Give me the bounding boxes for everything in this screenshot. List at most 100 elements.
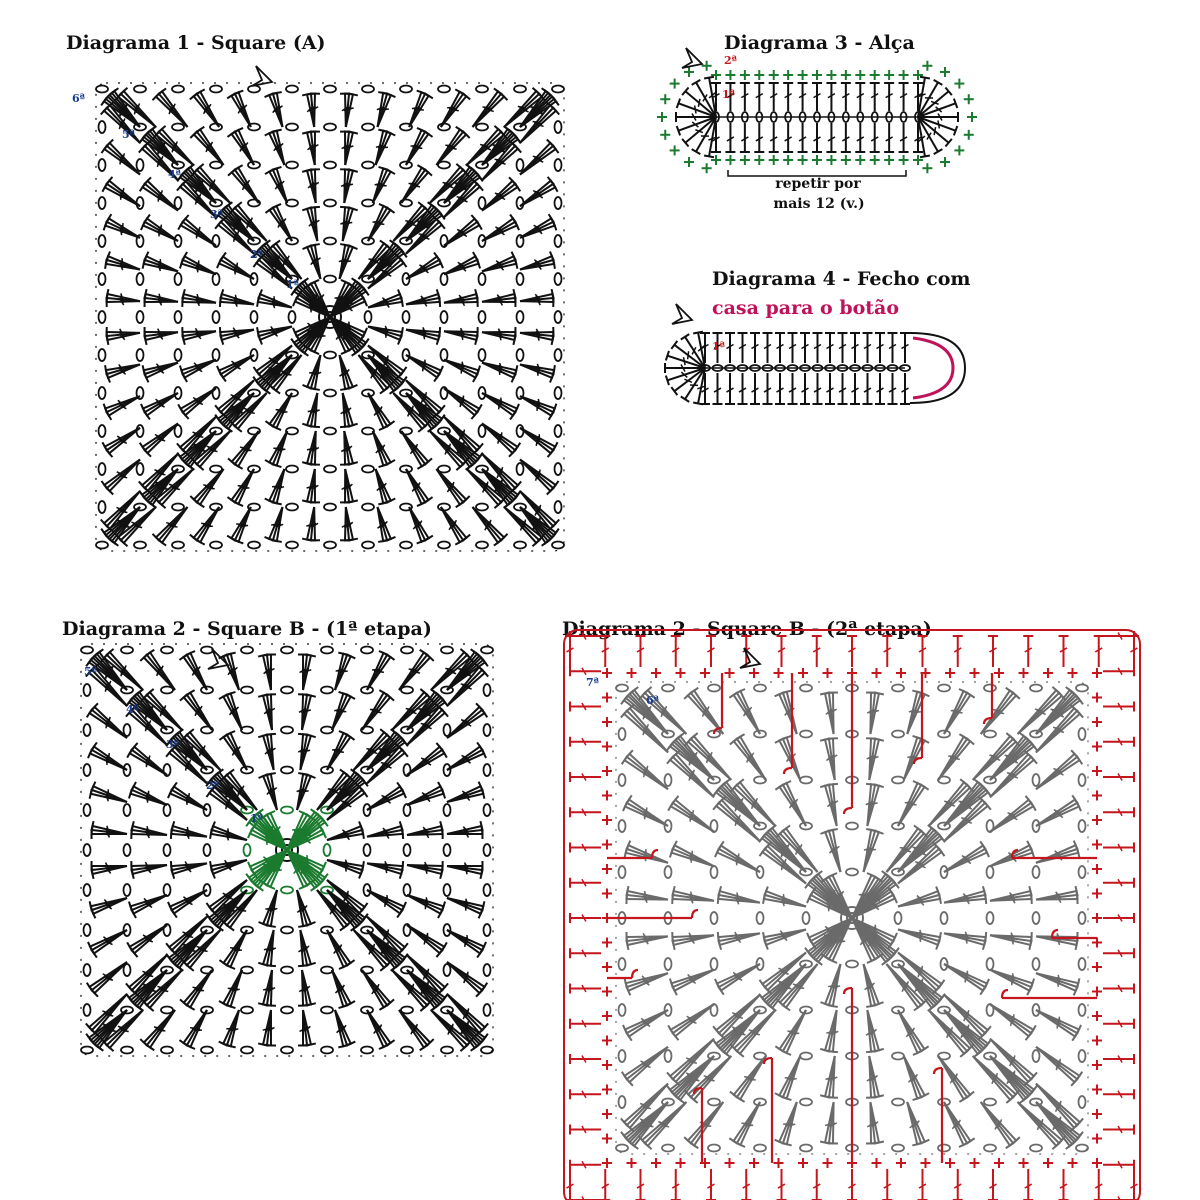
chain-stitch (1079, 912, 1086, 924)
chain-stitch (984, 1099, 996, 1106)
chain-stitch (662, 685, 674, 692)
chain-stitch (324, 238, 336, 245)
chain-stitch (84, 844, 91, 856)
dc-stitch (190, 732, 220, 770)
chain-stitch (1033, 912, 1040, 924)
chain-stitch (987, 958, 994, 970)
dc-stitch (109, 181, 140, 206)
round-label: 2ª (250, 248, 264, 261)
chain-stitch (172, 542, 184, 549)
chain-stitch (619, 958, 626, 970)
dc-stitch (929, 1010, 964, 1054)
dc-stitch (740, 782, 775, 826)
chain-stitch (99, 349, 106, 361)
chain-stitch (800, 1053, 812, 1060)
chain-stitch (281, 647, 293, 654)
chain-stitch (476, 542, 488, 549)
dc-stitch (473, 507, 498, 543)
chain-stitch (619, 1004, 626, 1016)
round-label: 4ª (126, 703, 140, 716)
buttonhole-chain (913, 338, 953, 398)
chain-stitch (984, 685, 996, 692)
chain-stitch (286, 124, 298, 131)
chain-stitch (84, 1004, 91, 1016)
chain-stitch (281, 767, 293, 774)
chain-stitch (286, 542, 298, 549)
chain-stitch (1079, 1050, 1086, 1062)
chain-stitch (401, 1047, 413, 1054)
chain-stitch (444, 844, 451, 856)
chain-stitch (800, 1145, 812, 1152)
chain-stitch (619, 728, 626, 740)
dc-stitch (401, 172, 428, 203)
chain-stitch (324, 86, 336, 93)
chain-stitch (248, 542, 260, 549)
round-label: 1ª (712, 340, 726, 353)
chain-stitch (99, 121, 106, 133)
dc-stitch (786, 783, 806, 826)
chain-stitch (481, 647, 493, 654)
chain-stitch (286, 428, 298, 435)
dc-stitch (238, 168, 259, 203)
diagram2-square-b-stage1 (81, 644, 493, 1056)
dc-stitch (520, 301, 553, 302)
chain-stitch (324, 844, 331, 856)
dc-stitch (184, 970, 212, 1003)
chain-stitch (84, 884, 91, 896)
dc-stitch (482, 423, 512, 453)
chain-stitch (444, 804, 451, 816)
chain-stitch (708, 1099, 720, 1106)
dc-stitch (150, 653, 175, 690)
chain-stitch (892, 1053, 904, 1060)
dc-stitch (401, 431, 422, 466)
chain-stitch (754, 1145, 766, 1152)
dc-stitch (864, 832, 879, 872)
chain-stitch (711, 866, 718, 878)
chain-stitch (172, 86, 184, 93)
dc-stitch (444, 225, 479, 246)
round-label: 1ª (722, 88, 736, 101)
dc-stitch (354, 930, 384, 968)
chain-stitch (938, 685, 950, 692)
chain-stitch (281, 967, 293, 974)
round-label: 5ª (122, 128, 136, 141)
chain-stitch (124, 804, 131, 816)
chain-stitch (172, 504, 184, 511)
chain-stitch (441, 647, 453, 654)
dc-stitch (110, 143, 140, 175)
dc-stitch (447, 962, 480, 993)
dc-stitch (1036, 760, 1079, 789)
chain-stitch (281, 1047, 293, 1054)
dc-stitch (181, 388, 216, 409)
chain-stitch (84, 724, 91, 736)
chain-stitch (99, 463, 106, 475)
chain-stitch (619, 1050, 626, 1062)
dc-stitch (670, 1039, 714, 1076)
dc-stitch (944, 852, 987, 872)
chain-stitch (324, 124, 336, 131)
chain-stitch (248, 86, 260, 93)
dc-stitch (520, 187, 555, 206)
dc-stitch (675, 800, 714, 832)
chain-stitch (362, 466, 374, 473)
chain-stitch (137, 463, 144, 475)
chain-stitch (481, 1047, 493, 1054)
dc-stitch (716, 995, 760, 1030)
dc-stitch (162, 91, 187, 127)
chain-stitch (938, 1145, 950, 1152)
dc-stitch (441, 96, 466, 127)
dc-stitch (362, 970, 384, 1007)
dc-stitch (734, 1102, 760, 1141)
round-label: 7ª (586, 676, 600, 689)
chain-stitch (401, 1007, 413, 1014)
chain-stitch (124, 844, 131, 856)
dc-stitch (671, 1004, 714, 1029)
round-label: 1ª (286, 278, 300, 291)
chain-stitch (204, 844, 211, 856)
chain-stitch (555, 273, 562, 285)
chain-stitch (99, 273, 106, 285)
chain-stitch (1030, 685, 1042, 692)
chain-stitch (99, 159, 106, 171)
chain-stitch (665, 958, 672, 970)
